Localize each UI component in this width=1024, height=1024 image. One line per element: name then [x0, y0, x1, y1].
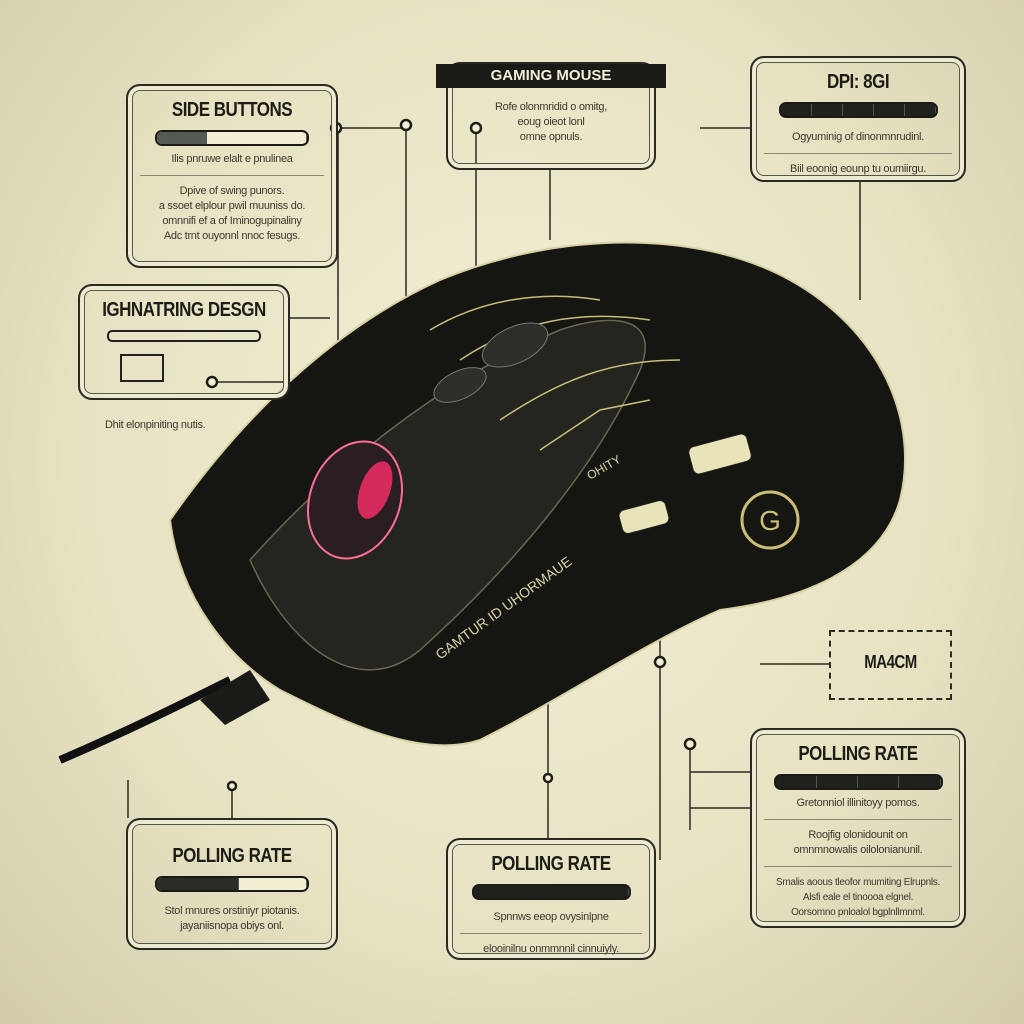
polling-right-bar — [773, 774, 943, 790]
dpi-title: DPI: 8GI — [826, 70, 890, 93]
gaming-mouse-text: eoug oieot lonl — [517, 116, 585, 128]
polling-right-text: omnmnowalis oilolonianunil. — [793, 844, 923, 856]
side-buttons-callout: SIDE BUTTONS Ilis pnruwe elalt e pnuline… — [126, 84, 338, 268]
side-buttons-text: Dpive of swing punors. — [179, 185, 285, 197]
mouse-top-shell — [249, 319, 646, 671]
polling-center-text: elooinilnu onmmnnil cinnuiyly. — [483, 943, 619, 955]
gaming-mouse-callout: GAMING MOUSE Rofe olonmridid o omitg, eo… — [436, 62, 666, 170]
connector-icon — [120, 354, 164, 382]
mouse-body: G GAMTUR ID UHORMAUE OHITY — [58, 241, 907, 764]
logo-emblem — [740, 490, 800, 550]
side-buttons-text: omnnifi ef a of Iminogupinaliny — [162, 215, 302, 227]
polling-rate-left-callout: POLLING RATE Stol mnures orstiniyr piota… — [126, 818, 338, 950]
polling-right-title: POLLING RATE — [798, 742, 918, 765]
top-button — [481, 322, 549, 368]
polling-right-text: Gretonniol illinitoyy pomos. — [796, 797, 920, 809]
circuit-traces — [429, 295, 681, 451]
polling-right-text: Smalis aoous tleofor mumiting Elrupnls. — [776, 877, 940, 888]
scroll-wheel-light — [357, 461, 393, 519]
polling-right-text: Roojfig olonidounit on — [808, 829, 908, 841]
polling-left-text: jayaniisnopa obiys onl. — [180, 920, 284, 932]
gaming-mouse-text: omne opnuls. — [519, 131, 583, 143]
svg-text:G: G — [759, 505, 781, 536]
dpi-text: Biil eoonig eounp tu oumiirgu. — [790, 163, 926, 175]
side-buttons-text: Adc trnt ouyonnl nnoc fesugs. — [163, 230, 301, 242]
dpi-text: Ogyuminig of dinonmnrudinl. — [792, 131, 924, 143]
mach-title: MA4CM — [864, 652, 917, 673]
polling-rate-right-callout: POLLING RATE Gretonniol illinitoyy pomos… — [750, 728, 966, 928]
dpi-callout: DPI: 8GI Ogyuminig of dinonmnrudinl. Bii… — [750, 56, 966, 182]
side-button-1 — [688, 433, 752, 475]
side-buttons-text: a ssoet elplour pwil muuniss do. — [158, 200, 306, 212]
dpi-button — [433, 367, 487, 403]
side-buttons-bar — [155, 130, 309, 146]
polling-right-text: Oorsomno pnloalol bgplnllmnml. — [791, 907, 925, 918]
polling-center-text: Spnnws eeop ovysinlpne — [493, 911, 609, 923]
cable-strain-relief — [200, 670, 270, 725]
polling-center-bar — [471, 884, 631, 900]
polling-rate-center-callout: POLLING RATE Spnnws eeop ovysinlpne eloo… — [446, 838, 656, 960]
polling-left-title: POLLING RATE — [172, 844, 292, 867]
side-buttons-title: SIDE BUTTONS — [171, 98, 293, 121]
gaming-mouse-text: Rofe olonmridid o omitg, — [494, 101, 608, 113]
polling-center-title: POLLING RATE — [491, 852, 611, 875]
mach-callout: MA4CM — [829, 630, 952, 700]
lighting-title: IGHNATRING DESGN — [102, 298, 266, 321]
polling-left-text: Stol mnures orstiniyr piotanis. — [164, 905, 300, 917]
lighting-callout: IGHNATRING DESGN — [78, 284, 290, 400]
dpi-bar — [778, 102, 938, 118]
lighting-caption: Dhit elonpiniting nutis. — [105, 419, 206, 431]
gaming-mouse-title: GAMING MOUSE — [436, 64, 666, 88]
polling-right-text: Alsfi eale el tinoooa elgnel. — [802, 892, 914, 903]
mouse-cable — [58, 676, 232, 764]
side-buttons-line: Ilis pnruwe elalt e pnulinea — [171, 153, 293, 165]
side-button-2 — [618, 500, 670, 534]
polling-left-bar — [155, 876, 309, 892]
